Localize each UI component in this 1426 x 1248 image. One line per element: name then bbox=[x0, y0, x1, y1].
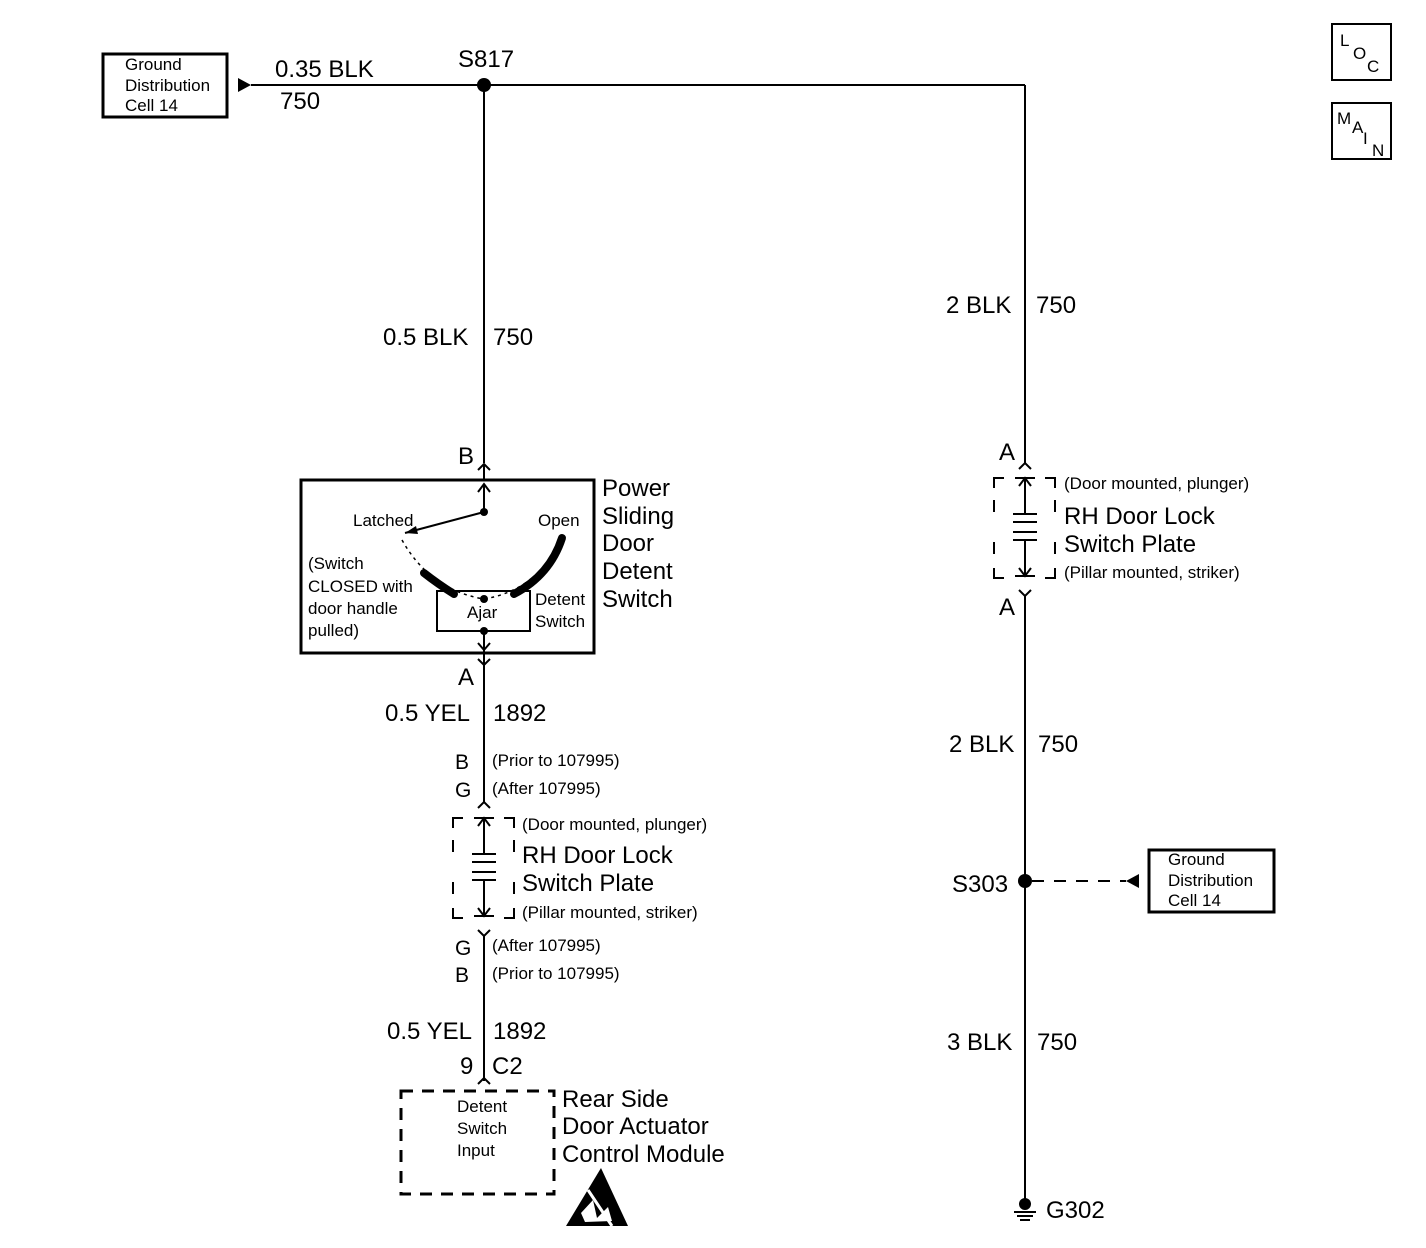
connector-female-icon bbox=[477, 929, 491, 938]
module-input-label: Input bbox=[457, 1141, 495, 1160]
wire-label: 750 bbox=[493, 324, 533, 351]
switch-note: CLOSED with bbox=[308, 577, 413, 596]
esd-sensitive-icon bbox=[566, 1168, 628, 1227]
wire-label: 1892 bbox=[493, 1018, 546, 1045]
loc-letter: C bbox=[1367, 57, 1379, 76]
pin-label: B bbox=[455, 964, 469, 987]
pin-label: G bbox=[455, 779, 471, 802]
ground-label: G302 bbox=[1046, 1197, 1105, 1224]
ground-icon bbox=[1014, 1198, 1036, 1221]
pin-label: A bbox=[458, 664, 474, 691]
wire-label: 0.5 YEL bbox=[387, 1018, 472, 1045]
splice-label: S303 bbox=[952, 871, 1008, 898]
component-name: Rear Side bbox=[562, 1086, 669, 1113]
ground-distribution-ref-left[interactable]: Ground Distribution Cell 14 bbox=[101, 52, 229, 119]
component-name: Power bbox=[602, 475, 670, 502]
component-name: Detent bbox=[602, 558, 673, 585]
module-input-label: Switch bbox=[457, 1119, 507, 1138]
ref-text: Cell 14 bbox=[1168, 891, 1221, 910]
rh-door-lock-switch-plate-left[interactable] bbox=[452, 816, 515, 919]
main-letter: M bbox=[1337, 109, 1351, 128]
wire-label: 3 BLK bbox=[947, 1029, 1012, 1056]
ground-distribution-ref-right[interactable]: Ground Distribution Cell 14 bbox=[1147, 848, 1276, 914]
wire-label: 1892 bbox=[493, 700, 546, 727]
main-letter: A bbox=[1352, 118, 1364, 137]
component-name: RH Door Lock bbox=[1064, 503, 1216, 530]
rh-door-lock-switch-plate-right[interactable] bbox=[993, 476, 1056, 579]
loc-letter: L bbox=[1340, 31, 1349, 50]
switch-note: pulled) bbox=[308, 621, 359, 640]
connector-female-icon bbox=[1018, 589, 1032, 598]
pin-label: 9 bbox=[460, 1053, 473, 1080]
ref-text: Ground bbox=[1168, 850, 1225, 869]
connector-label: C2 bbox=[492, 1053, 523, 1080]
pin-note: (After 107995) bbox=[492, 779, 601, 798]
connector-male-icon bbox=[477, 642, 491, 652]
wire-label: 0.5 YEL bbox=[385, 700, 470, 727]
pin-note: (Prior to 107995) bbox=[492, 751, 620, 770]
loc-letter: O bbox=[1353, 44, 1366, 63]
component-name: Door Actuator bbox=[562, 1113, 709, 1140]
ref-text: Ground bbox=[125, 55, 182, 74]
switch-position-latched: Latched bbox=[353, 511, 414, 530]
switch-note: (Switch bbox=[308, 554, 364, 573]
pin-note: (Prior to 107995) bbox=[492, 964, 620, 983]
contact-latched bbox=[420, 569, 458, 598]
ref-text: Distribution bbox=[125, 76, 210, 95]
component-name: Switch Plate bbox=[522, 870, 654, 897]
component-name: Sliding bbox=[602, 503, 674, 530]
switch-note: Detent bbox=[535, 590, 585, 609]
pin-label: A bbox=[999, 439, 1015, 466]
switch-note: door handle bbox=[308, 599, 398, 618]
wire-label: 750 bbox=[1038, 731, 1078, 758]
main-letter: N bbox=[1372, 141, 1384, 160]
plate-note: (Pillar mounted, striker) bbox=[1064, 563, 1240, 582]
wire-label: 750 bbox=[280, 88, 320, 115]
wire-label: 2 BLK bbox=[949, 731, 1014, 758]
main-letter: I bbox=[1363, 129, 1368, 148]
wire-label: 750 bbox=[1036, 292, 1076, 319]
plate-note: (Door mounted, plunger) bbox=[522, 815, 707, 834]
wire-label: 0.35 BLK bbox=[275, 56, 374, 83]
connector-female-icon bbox=[477, 800, 491, 809]
splice-dot-s303 bbox=[1018, 874, 1032, 888]
ref-text: Cell 14 bbox=[125, 96, 178, 115]
component-name: Switch bbox=[602, 586, 673, 613]
component-name: Control Module bbox=[562, 1141, 725, 1168]
pin-label: G bbox=[455, 937, 471, 960]
switch-position-open: Open bbox=[538, 511, 580, 530]
main-button[interactable]: M A I N bbox=[1331, 102, 1392, 160]
loc-button[interactable]: L O C bbox=[1331, 23, 1392, 81]
pin-label: A bbox=[999, 594, 1015, 621]
switch-note: Switch bbox=[535, 612, 585, 631]
pin-label: B bbox=[458, 443, 474, 470]
wire-label: 750 bbox=[1037, 1029, 1077, 1056]
ref-text: Distribution bbox=[1168, 871, 1253, 890]
component-name: Door bbox=[602, 530, 654, 557]
plate-note: (Door mounted, plunger) bbox=[1064, 474, 1249, 493]
arrow-icon bbox=[405, 526, 418, 534]
wire-label: 2 BLK bbox=[946, 292, 1011, 319]
component-name: Switch Plate bbox=[1064, 531, 1196, 558]
arrow-icon bbox=[238, 78, 251, 92]
module-input-label: Detent bbox=[457, 1097, 507, 1116]
splice-label: S817 bbox=[458, 46, 514, 73]
connector-female-icon bbox=[1018, 461, 1032, 470]
pin-note: (After 107995) bbox=[492, 936, 601, 955]
plate-note: (Pillar mounted, striker) bbox=[522, 903, 698, 922]
switch-position-ajar: Ajar bbox=[467, 603, 498, 622]
wire-label: 0.5 BLK bbox=[383, 324, 468, 351]
ajar-point bbox=[480, 595, 488, 603]
connector-female-icon bbox=[477, 1076, 491, 1085]
arrow-icon bbox=[1126, 874, 1139, 888]
switch-blade bbox=[404, 511, 485, 534]
component-name: RH Door Lock bbox=[522, 842, 674, 869]
pin-label: B bbox=[455, 751, 469, 774]
